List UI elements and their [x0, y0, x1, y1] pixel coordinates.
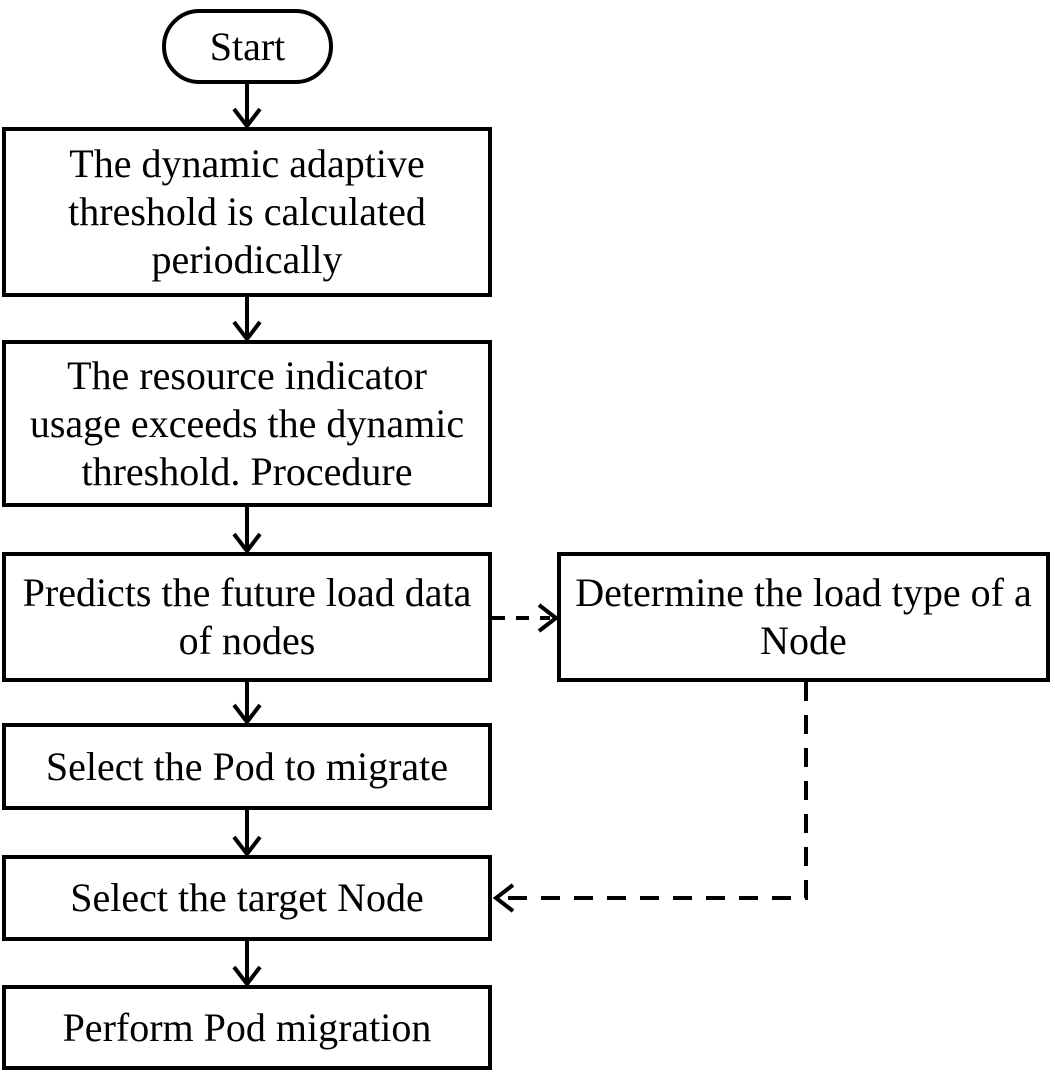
arrow-down-icon [232, 965, 262, 988]
edge-exceeds-to-predict [232, 507, 262, 555]
arrow-down-icon [232, 532, 262, 555]
node-calc-threshold-label: The dynamic adaptive threshold is calcul… [68, 141, 426, 282]
edge-calc-to-exceeds [232, 297, 262, 343]
node-perform-migration: Perform Pod migration [2, 985, 492, 1070]
arrow-down-icon [232, 835, 262, 858]
node-perform-migration-label: Perform Pod migration [62, 1004, 432, 1050]
node-exceeds-threshold-label: The resource indicator usage exceeds the… [29, 352, 465, 494]
node-select-pod-label: Select the Pod to migrate [45, 743, 449, 789]
edge-start-to-calc [232, 84, 262, 130]
node-determine-load-type-label: Determine the load type of a Node [575, 570, 1032, 663]
arrow-left-icon [492, 883, 515, 913]
edge-predict-to-determine-dashed [492, 603, 560, 633]
arrow-down-icon [232, 320, 262, 343]
node-predict-load-label: Predicts the future load data of nodes [22, 570, 472, 663]
arrow-down-icon [232, 107, 262, 130]
node-select-pod: Select the Pod to migrate [2, 723, 492, 810]
node-predict-load: Predicts the future load data of nodes [2, 552, 492, 682]
node-start-label: Start [209, 23, 286, 69]
node-select-target-node-label: Select the target Node [70, 875, 424, 920]
edge-determine-to-select-target-dashed [492, 682, 808, 913]
arrow-right-icon [537, 603, 560, 633]
node-exceeds-threshold: The resource indicator usage exceeds the… [2, 340, 492, 507]
node-select-target-node: Select the target Node [2, 855, 492, 941]
node-calc-threshold: The dynamic adaptive threshold is calcul… [2, 127, 492, 297]
edge-select-target-to-perform [232, 941, 262, 988]
node-start: Start [162, 9, 333, 84]
arrow-down-icon [232, 703, 262, 726]
edge-select-pod-to-select-target [232, 810, 262, 858]
node-determine-load-type: Determine the load type of a Node [557, 552, 1050, 682]
edge-predict-to-select-pod [232, 682, 262, 726]
